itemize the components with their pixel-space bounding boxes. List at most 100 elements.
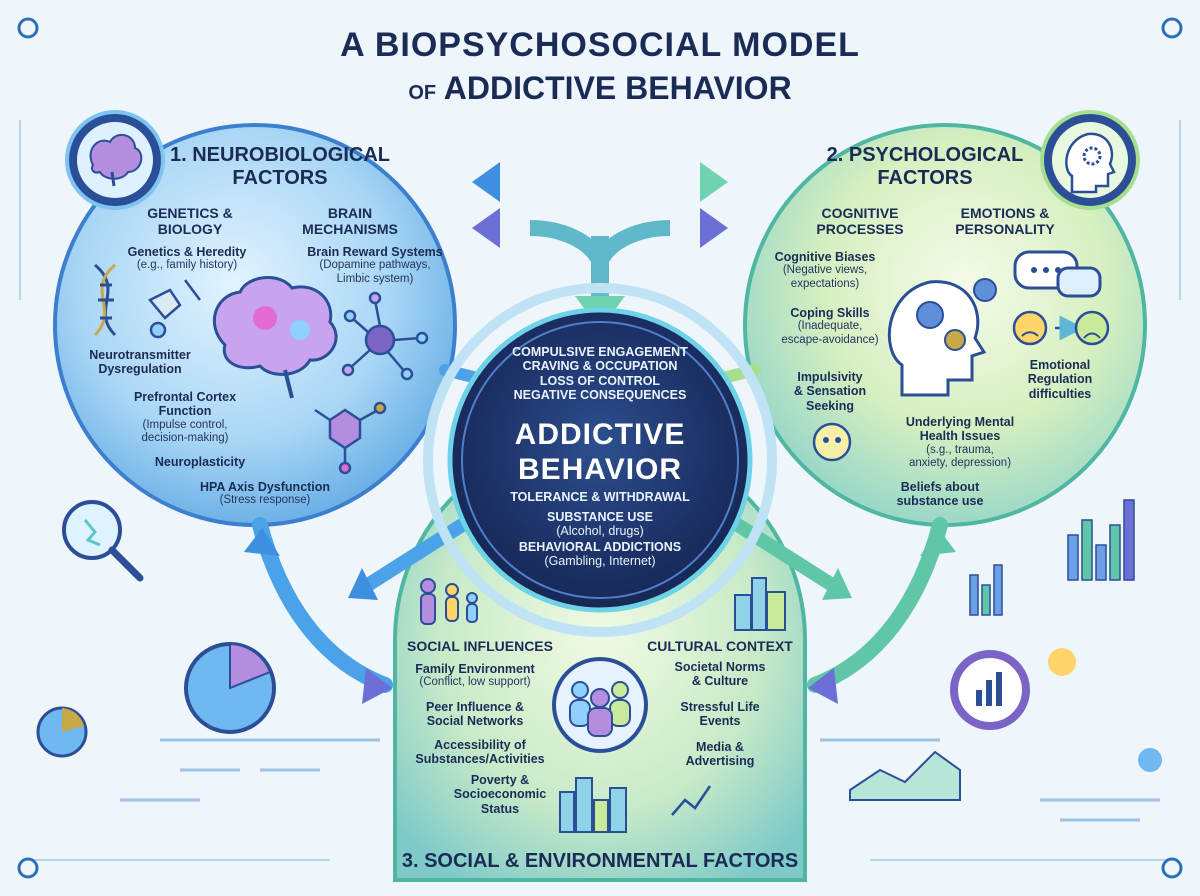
social-footer-title: 3. SOCIAL & ENVIRONMENTAL FACTORS: [401, 850, 799, 872]
item-label: Underlying Mental Health Issues: [905, 415, 1015, 444]
item-label: Societal Norms & Culture: [674, 660, 766, 689]
core-line: CRAVING & OCCUPATION: [522, 359, 678, 374]
social-item: Family Environment (Conflict, low suppor…: [400, 662, 550, 690]
item-label: Media & Advertising: [685, 740, 755, 769]
dna-icon: [93, 263, 117, 337]
neuro-item: Neuroplasticity: [140, 455, 260, 469]
diagram-title-line1: A BIOPSYCHOSOCIAL MODEL: [340, 26, 860, 64]
item-detail: (Conflict, low support): [419, 676, 531, 689]
corner-dot: [1161, 857, 1183, 879]
corner-dot: [1161, 17, 1183, 39]
item-label: Genetics & Heredity: [127, 245, 247, 259]
item-detail: (s.g., trauma, anxiety, depression): [908, 443, 1012, 469]
brain-badge-icon: [65, 110, 165, 210]
brain-illustration-icon: [212, 275, 338, 399]
magnifier-icon: [62, 500, 144, 582]
diagram-title-line2: OF ADDICTIVE BEHAVIOR: [300, 70, 900, 107]
title-main: ADDICTIVE BEHAVIOR: [443, 70, 792, 106]
item-label: Family Environment: [415, 662, 535, 676]
item-label: Neurotransmitter Dysregulation: [89, 348, 191, 377]
item-detail: (Negative views, expectations): [782, 264, 868, 290]
core-title-line2: BEHAVIOR: [517, 452, 683, 486]
speech-bubble-icon: [1013, 250, 1102, 298]
social-col2-title: CULTURAL CONTEXT: [647, 638, 793, 654]
item-label: Brain Reward Systems: [307, 245, 443, 259]
social-item: Poverty & Socioeconomic Status: [440, 773, 560, 816]
item-label: HPA Axis Dysfunction: [199, 480, 331, 494]
neuro-item: Genetics & Heredity (e.g., family histor…: [112, 245, 262, 273]
neuro-item: HPA Axis Dysfunction (Stress response): [175, 480, 355, 508]
head-profile-icon: [887, 278, 997, 397]
core-behavioral-label: BEHAVIORAL ADDICTIONS: [518, 540, 682, 554]
social-item: Societal Norms & Culture: [645, 660, 795, 689]
core-inner-ring: [461, 321, 739, 599]
psych-header: 2. PSYCHOLOGICAL FACTORS: [795, 144, 1055, 190]
people-group-icon: [552, 657, 648, 753]
neuro-header-line1: 1. NEUROBIOLOGICAL: [169, 144, 390, 166]
item-label: Poverty & Socioeconomic Status: [453, 773, 547, 816]
title-of: OF: [408, 82, 437, 104]
core-tolerance: TOLERANCE & WITHDRAWAL: [510, 490, 690, 504]
item-label: Impulsivity & Sensation Seeking: [793, 370, 867, 413]
core-behavioral-detail: (Gambling, Internet): [544, 554, 656, 569]
core-behavioral: BEHAVIORAL ADDICTIONS (Gambling, Interne…: [490, 540, 710, 569]
social-col1-title: SOCIAL INFLUENCES: [407, 638, 553, 654]
core-substance-label: SUBSTANCE USE: [546, 510, 654, 524]
left-lines-decor: [120, 738, 380, 802]
core-line: NEGATIVE CONSEQUENCES: [513, 388, 687, 403]
item-label: Cognitive Biases: [774, 250, 876, 264]
head-gears-badge-icon: [1040, 110, 1140, 210]
pie-chart-icon: [36, 642, 276, 758]
psych-item: Cognitive Biases (Negative views, expect…: [755, 250, 895, 291]
core-ring: [423, 283, 777, 637]
social-item: Stressful Life Events: [655, 700, 785, 729]
social-item: Accessibility of Substances/Activities: [400, 738, 560, 767]
synapse-icon: [148, 279, 201, 339]
psych-col1-title: COGNITIVE PROCESSES: [816, 205, 904, 238]
neuro-item: Prefrontal Cortex Function (Impulse cont…: [110, 390, 260, 445]
psych-item: Coping Skills (Inadequate, escape-avoida…: [760, 306, 900, 347]
sad-face-icon: [1012, 310, 1110, 346]
item-label: Coping Skills: [790, 306, 870, 320]
corner-dot: [17, 857, 39, 879]
neuro-item: Neurotransmitter Dysregulation: [70, 348, 210, 377]
psych-item: Impulsivity & Sensation Seeking: [770, 370, 890, 413]
connector-arrows-sides: [244, 364, 956, 704]
item-label: Emotional Regulation difficulties: [1027, 358, 1093, 401]
item-label: Stressful Life Events: [680, 700, 760, 729]
psych-item: Underlying Mental Health Issues (s.g., t…: [885, 415, 1035, 470]
decorative-lines: [19, 120, 1181, 861]
core-symptoms: COMPULSIVE ENGAGEMENT CRAVING & OCCUPATI…: [485, 345, 715, 403]
core-title-line1: ADDICTIVE: [514, 418, 686, 451]
trend-chart-icon: [671, 785, 712, 816]
bar-chart-icon: [969, 499, 1135, 616]
item-detail: (Dopamine pathways, Limbic system): [319, 259, 431, 285]
neuro-col1-title: GENETICS & BIOLOGY: [147, 205, 233, 238]
neuro-col2-title: BRAIN MECHANISMS: [302, 205, 398, 238]
ring-chart-icon: [950, 650, 1030, 730]
item-detail: (Impulse control, decision-making): [141, 418, 229, 444]
core-line: LOSS OF CONTROL: [539, 373, 661, 388]
right-lines-decor: [820, 738, 1160, 822]
psych-header-line1: 2. PSYCHOLOGICAL: [826, 144, 1024, 166]
core-substance: SUBSTANCE USE (Alcohol, drugs): [490, 510, 710, 539]
neuro-header: 1. NEUROBIOLOGICAL FACTORS: [150, 144, 410, 190]
item-detail: (Inadequate, escape-avoidance): [781, 320, 879, 346]
corner-dot: [17, 17, 39, 39]
item-label: Prefrontal Cortex Function: [133, 390, 237, 419]
psych-col2-title: EMOTIONS & PERSONALITY: [955, 205, 1055, 238]
social-item: Peer Influence & Social Networks: [400, 700, 550, 729]
sensation-icon: [812, 422, 852, 462]
area-chart-icon: [849, 648, 1162, 801]
item-label: Neuroplasticity: [154, 455, 246, 469]
item-detail: (e.g., family history): [136, 259, 238, 272]
item-detail: (Stress response): [219, 494, 311, 507]
city-icon: [559, 577, 786, 833]
neuro-header-line2: FACTORS: [232, 167, 328, 189]
psych-header-line2: FACTORS: [877, 167, 973, 189]
connector-arrows-top: [472, 162, 728, 330]
family-icon: [420, 578, 478, 625]
social-item: Media & Advertising: [655, 740, 785, 769]
